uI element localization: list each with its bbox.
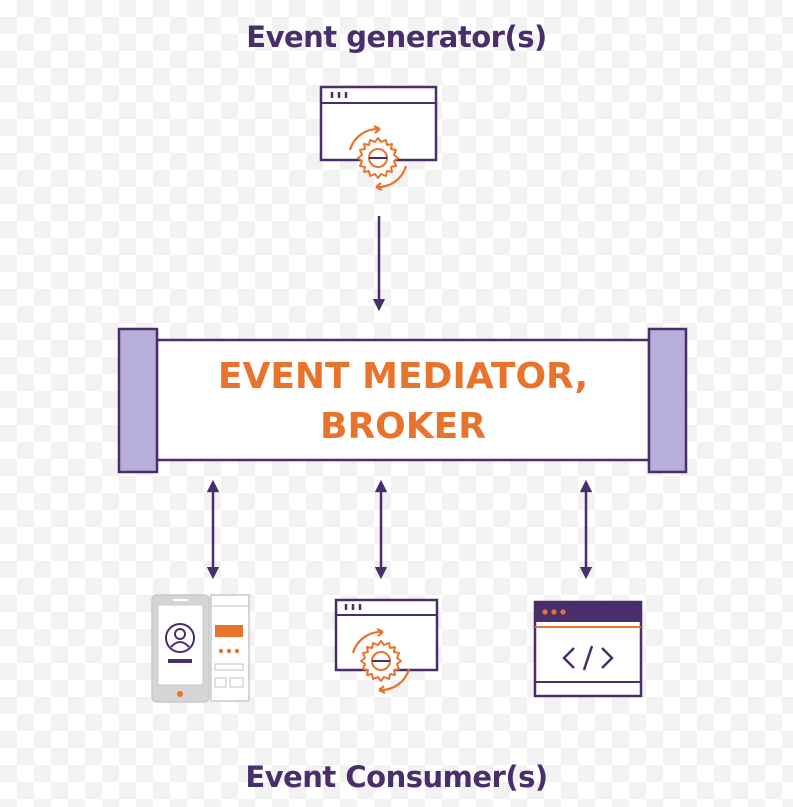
event-generator-icon [319,85,438,192]
mobile-app-consumer-icon [151,594,250,703]
event-generator-label: Event generator(s) [246,20,547,54]
event-consumer-label: Event Consumer(s) [245,760,548,794]
broker-label-line1: EVENT MEDIATOR, [217,356,589,397]
broker-label: EVENT MEDIATOR, BROKER [157,352,649,452]
code-consumer-icon [533,600,643,698]
broker-label-line2: BROKER [320,406,486,447]
service-consumer-icon [334,598,439,695]
event-broker-bar [117,327,688,474]
